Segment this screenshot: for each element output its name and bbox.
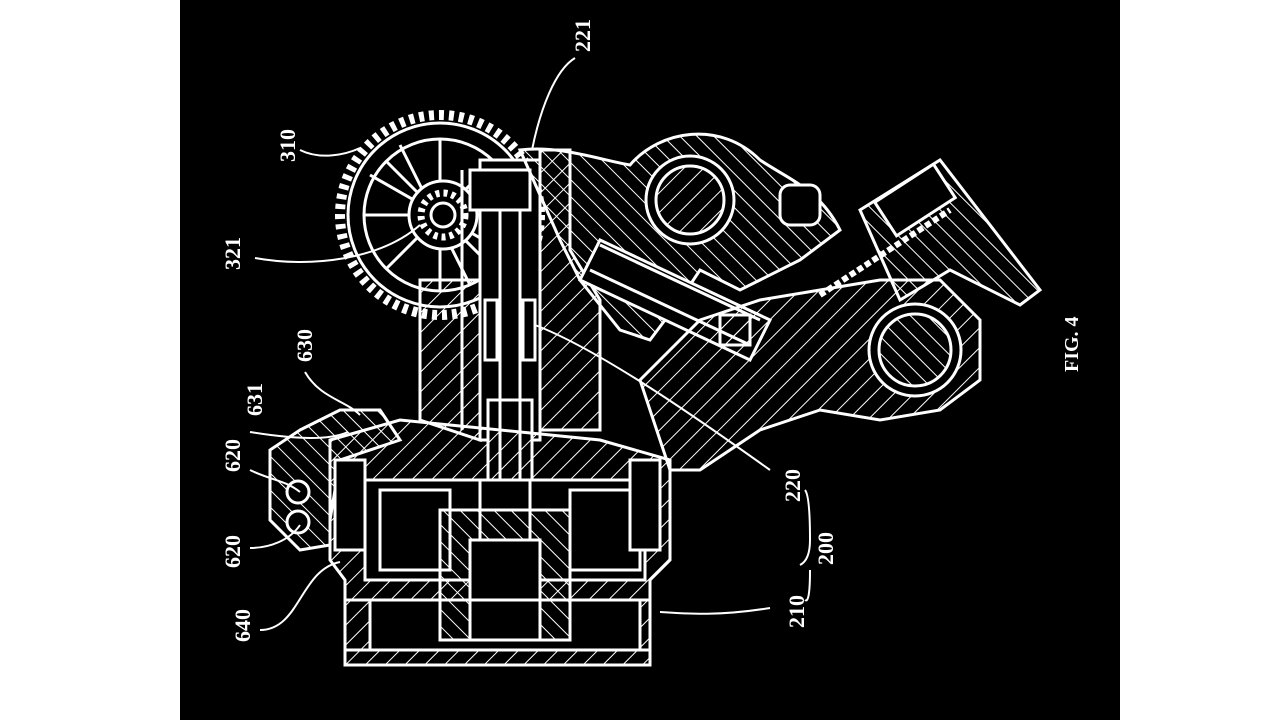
clamp-arm [638,158,1043,472]
label-210: 210 [784,595,809,628]
label-321: 321 [220,237,245,270]
pinion-gear-321 [407,179,479,251]
reference-labels: 221 310 321 630 631 620 620 640 220 200 … [220,19,1083,642]
label-310: 310 [275,129,300,162]
side-clip-620 [268,408,662,552]
label-220: 220 [780,469,805,502]
label-221: 221 [570,19,595,52]
lower-housing-200 [328,418,672,667]
drawing-sheet: 221 310 321 630 631 620 620 640 220 200 … [180,0,1120,720]
label-620-upper: 620 [220,439,245,472]
leader-lines [249,57,812,631]
figure-caption: FIG. 4 [1061,316,1083,372]
label-200: 200 [813,532,838,565]
label-620-lower: 620 [220,535,245,568]
label-640: 640 [230,609,255,642]
label-630: 630 [292,329,317,362]
label-631: 631 [242,383,267,416]
patent-drawing: 221 310 321 630 631 620 620 640 220 200 … [180,0,1120,720]
